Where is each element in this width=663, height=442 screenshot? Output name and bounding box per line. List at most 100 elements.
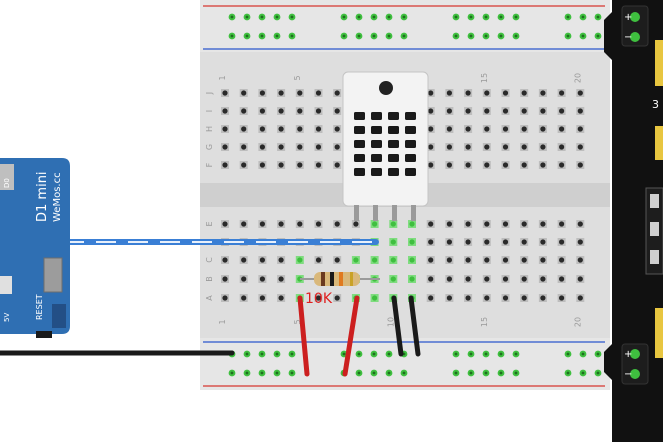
- hole-pin: [577, 221, 583, 227]
- rail-hole-center: [245, 371, 249, 375]
- rail-hole-center: [499, 15, 503, 19]
- hole-lower: [538, 294, 547, 302]
- grille-slot: [388, 140, 399, 148]
- rail-hole-center: [275, 352, 279, 356]
- row-label-upper: H: [205, 126, 214, 132]
- rail-hole-center: [290, 352, 294, 356]
- hole-lower: [333, 256, 342, 264]
- hole-upper: [314, 125, 323, 133]
- dht-sensor-mount-hole: [379, 81, 393, 95]
- hole-pin: [315, 90, 322, 96]
- row-label-lower: A: [205, 295, 214, 301]
- hole-pin: [446, 126, 452, 132]
- hole-upper: [501, 143, 510, 151]
- hole-pin: [315, 126, 322, 132]
- power-module-top-pin-minus: [630, 32, 640, 42]
- hole-upper: [520, 161, 529, 169]
- hole-lower: [445, 220, 454, 228]
- hole-pin: [315, 162, 322, 168]
- hole-upper: [482, 107, 491, 115]
- hole-pin: [278, 126, 284, 132]
- hole-pin: [222, 162, 228, 168]
- hole-lower: [277, 275, 286, 283]
- rail-hole-center: [342, 352, 346, 356]
- hole-pin: [577, 162, 583, 168]
- hole-lower: [501, 275, 510, 283]
- d1-mini-board: D1 mini WeMos.cc RESET D0 5V: [0, 158, 70, 338]
- hole-pin: [241, 295, 247, 301]
- rail-hole-center: [596, 34, 600, 38]
- grille-slot: [354, 168, 365, 176]
- hole-pin: [577, 108, 583, 114]
- rail-hole-center: [372, 371, 376, 375]
- hole-lower: [464, 238, 473, 246]
- hole-lower: [501, 220, 510, 228]
- hole-pin: [559, 239, 565, 245]
- hole-pin: [222, 295, 228, 301]
- rail-hole-center: [514, 352, 518, 356]
- rail-hole-center: [581, 34, 585, 38]
- hole-upper: [314, 89, 323, 97]
- hole-upper: [482, 143, 491, 151]
- hole-upper: [221, 89, 229, 97]
- hole-pin: [390, 239, 396, 245]
- rail-hole-center: [230, 15, 234, 19]
- hole-pin: [409, 221, 415, 227]
- hole-upper: [333, 143, 342, 151]
- hole-pin: [222, 126, 228, 132]
- column-label-top: 1: [218, 75, 227, 80]
- dht-sensor: [342, 71, 429, 221]
- hole-lower: [314, 220, 323, 228]
- power-module-yellow-connector-top: [655, 40, 663, 86]
- rail-hole-center: [260, 371, 264, 375]
- hole-lower: [333, 220, 342, 228]
- hole-pin: [521, 126, 527, 132]
- rail-hole-center: [357, 371, 361, 375]
- hole-pin: [484, 90, 490, 96]
- hole-upper: [333, 125, 342, 133]
- hole-pin: [315, 221, 322, 227]
- hole-upper: [464, 161, 473, 169]
- grille-slot: [354, 112, 365, 120]
- rail-hole-center: [275, 34, 279, 38]
- hole-pin: [446, 162, 452, 168]
- hole-pin: [484, 144, 490, 150]
- hole-upper: [426, 89, 435, 97]
- rail-hole-center: [387, 34, 391, 38]
- row-label-upper: J: [205, 92, 214, 95]
- rail-hole-center: [290, 371, 294, 375]
- hole-pin: [465, 221, 471, 227]
- row-label-upper: F: [205, 162, 214, 167]
- hole-lower: [426, 220, 435, 228]
- hole-pin: [297, 162, 303, 168]
- hole-pin: [334, 126, 340, 132]
- hole-lower: [445, 294, 454, 302]
- rail-hole-center: [514, 371, 518, 375]
- hole-lower: [314, 294, 323, 302]
- hole-pin: [540, 126, 546, 132]
- power-module-bottom-pin-plus: [630, 349, 640, 359]
- rail-hole-center: [484, 15, 488, 19]
- hole-pin: [259, 108, 265, 114]
- hole-pin: [484, 108, 490, 114]
- hole-pin: [559, 276, 565, 282]
- hole-pin: [428, 126, 434, 132]
- hole-pin: [484, 221, 490, 227]
- hole-pin: [521, 221, 527, 227]
- hole-lower: [408, 256, 416, 264]
- hole-pin: [446, 239, 452, 245]
- hole-pin: [390, 257, 396, 263]
- hole-pin: [372, 295, 378, 301]
- hole-upper: [557, 161, 566, 169]
- rail-hole-center: [581, 15, 585, 19]
- hole-pin: [297, 126, 303, 132]
- hole-lower: [239, 256, 248, 264]
- hole-upper: [576, 107, 585, 115]
- hole-upper: [221, 125, 229, 133]
- grille-slot: [371, 112, 382, 120]
- hole-pin: [278, 257, 284, 263]
- hole-upper: [538, 107, 547, 115]
- hole-lower: [370, 256, 379, 264]
- hole-lower: [464, 256, 473, 264]
- hole-upper: [520, 143, 529, 151]
